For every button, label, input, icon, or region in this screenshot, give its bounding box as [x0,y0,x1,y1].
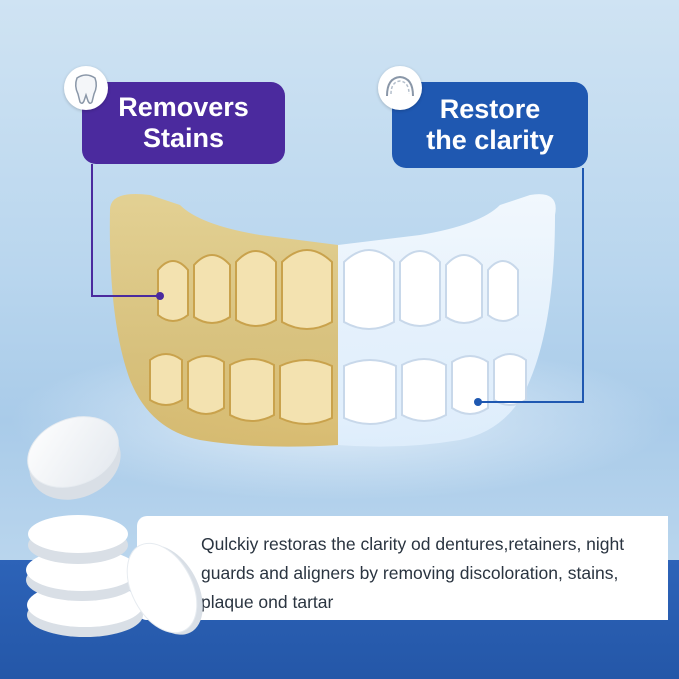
caption-text: Qulckiy restoras the clarity od dentures… [201,534,625,612]
restore-clarity-badge: Restore the clarity [392,82,588,168]
tablet-floating [27,416,121,500]
stained-guard-half [109,194,338,447]
tooth-icon [64,66,108,110]
restore-clarity-label: Restore the clarity [426,94,554,155]
caption-box: Qulckiy restoras the clarity od dentures… [137,516,668,620]
clean-guard-half [338,194,556,447]
removes-stains-badge: Removers Stains [82,82,285,164]
teeth-arch-icon [378,66,422,110]
tablet-stack [26,515,143,637]
removes-stains-label: Removers Stains [118,92,249,153]
tablet-upright [126,542,203,635]
